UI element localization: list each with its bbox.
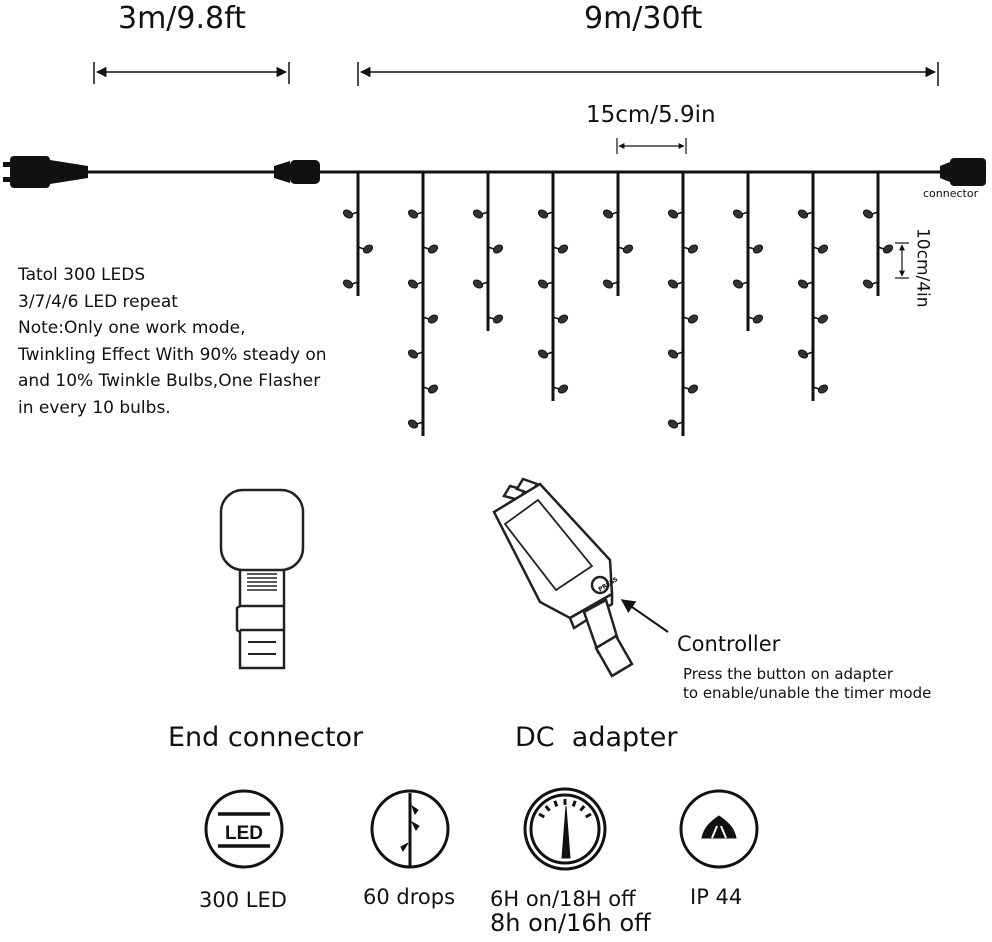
- led-bulb: [617, 244, 634, 254]
- led-bulb: [682, 244, 699, 254]
- led-bulb: [487, 314, 504, 324]
- ip-bulb-icon: [679, 789, 759, 869]
- led-bulb: [602, 279, 619, 289]
- led-bulb: [342, 279, 359, 289]
- led-bulb: [407, 419, 424, 429]
- led-bulb: [812, 384, 829, 394]
- light-length-dimension: [357, 62, 939, 86]
- note-line: Tatol 300 LEDS: [18, 265, 146, 285]
- bulb-spacing-label: 10cm/4in: [912, 227, 933, 308]
- led-bulb: [797, 209, 814, 219]
- led-bulb: [407, 349, 424, 359]
- power-plug-icon: [3, 156, 88, 188]
- led-bulb: [732, 279, 749, 289]
- gauge-tick: [544, 805, 551, 812]
- feature-label-ip: IP 44: [690, 885, 743, 909]
- led-bulb: [812, 314, 829, 324]
- led-bulb: [667, 279, 684, 289]
- feature-label-timer-alt: 8h on/16h off: [490, 909, 651, 937]
- led-bulb: [472, 209, 489, 219]
- led-bulb: [747, 244, 764, 254]
- led-bulb: [407, 279, 424, 289]
- led-bulb: [602, 209, 619, 219]
- drops-icon: [370, 789, 450, 869]
- timer-gauge-icon: [523, 787, 607, 871]
- controller-label: Controller: [677, 632, 781, 656]
- note-line: Note:Only one work mode,: [18, 318, 246, 338]
- led-bulb: [682, 314, 699, 324]
- controller-pointer-arrow: [620, 599, 669, 633]
- led-bulb: [812, 244, 829, 254]
- led-bulb: [732, 209, 749, 219]
- controller-instruction-1: Press the button on adapter: [683, 665, 894, 683]
- led-bulb: [552, 314, 569, 324]
- note-line: Twinkling Effect With 90% steady on: [18, 344, 327, 365]
- led-bulb: [797, 349, 814, 359]
- led-bulb: [682, 384, 699, 394]
- led-bulb: [667, 349, 684, 359]
- led-bulb: [357, 244, 374, 254]
- spec-note: Tatol 300 LEDS 3/7/4/6 LED repeat Note:O…: [18, 262, 327, 421]
- led-bulb: [342, 209, 359, 219]
- led-bulb: [797, 279, 814, 289]
- feature-label-led: 300 LED: [199, 888, 287, 912]
- led-bulb: [537, 209, 554, 219]
- note-line: and 10% Twinkle Bulbs,One Flasher: [18, 371, 321, 391]
- bulb-spacing-dimension: [895, 242, 909, 279]
- gauge-tick: [579, 805, 586, 812]
- led-bulb: [422, 314, 439, 324]
- end-plug-icon: [940, 158, 986, 186]
- led-bulb: [862, 209, 879, 219]
- led-bulb: [552, 244, 569, 254]
- note-line: in every 10 bulbs.: [18, 397, 171, 418]
- led-bulb: [877, 244, 894, 254]
- led-bulb: [422, 384, 439, 394]
- inline-coupler-icon: [274, 160, 320, 184]
- led-bulb: [537, 279, 554, 289]
- feature-label-drops: 60 drops: [363, 885, 456, 909]
- led-bulb: [667, 419, 684, 429]
- led-icon: LED: [204, 789, 284, 869]
- note-line: 3/7/4/6 LED repeat: [18, 291, 178, 312]
- svg-text:LED: LED: [225, 823, 263, 844]
- gauge-tick: [585, 812, 592, 819]
- dc-adapter-caption: DC adapter: [515, 722, 678, 753]
- lead-cable-dimension: [93, 62, 290, 84]
- controller-instruction-2: to enable/unable the timer mode: [683, 684, 932, 702]
- led-bulb: [862, 279, 879, 289]
- feature-label-timer: 6H on/18H off: [490, 887, 636, 911]
- end-connector-drawing: [219, 488, 305, 670]
- drop-spacing-label: 15cm/5.9in: [586, 102, 716, 128]
- led-bulb: [487, 244, 504, 254]
- gauge-tick: [553, 800, 559, 807]
- led-bulb: [667, 209, 684, 219]
- led-bulb: [422, 244, 439, 254]
- lead-cable-length: 3m/9.8ft: [118, 1, 246, 36]
- led-bulb: [537, 349, 554, 359]
- dc-adapter-drawing: [492, 477, 634, 678]
- led-bulb: [472, 279, 489, 289]
- led-bulb: [407, 209, 424, 219]
- end-connector-caption: End connector: [168, 722, 364, 753]
- led-bulb: [552, 384, 569, 394]
- gauge-tick: [538, 812, 545, 819]
- drop-spacing-dimension: [616, 138, 687, 154]
- led-bulb: [747, 314, 764, 324]
- light-length: 9m/30ft: [584, 1, 703, 36]
- gauge-tick: [571, 800, 577, 807]
- icicle-drops: [342, 172, 894, 436]
- connector-label: connector: [923, 187, 979, 200]
